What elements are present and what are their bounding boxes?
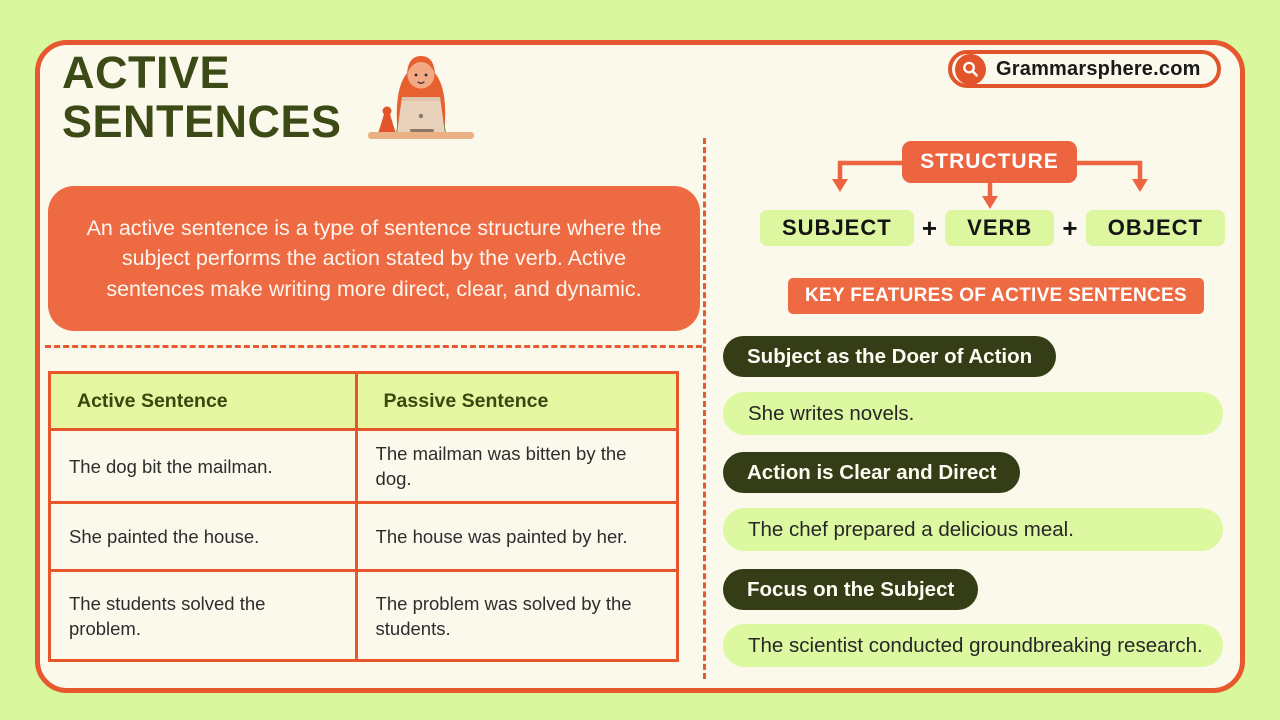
plus-sign: + xyxy=(1062,212,1078,243)
table-cell: The students solved the problem. xyxy=(48,569,358,662)
feature-pill: Focus on the Subject xyxy=(723,569,979,610)
feature-label: Focus on the Subject xyxy=(747,577,955,601)
table-cell: The house was painted by her. xyxy=(354,501,680,572)
feature-pill: Subject as the Doer of Action xyxy=(723,336,1057,377)
example-text: She writes novels. xyxy=(748,401,915,425)
example-pill: The chef prepared a delicious meal. xyxy=(723,508,1223,551)
example-text: The chef prepared a delicious meal. xyxy=(748,517,1074,541)
svo-row: SUBJECT + VERB + OBJECT xyxy=(760,210,1225,246)
page-title-line2: SENTENCES xyxy=(62,96,342,147)
table-cell: The problem was solved by the students. xyxy=(354,569,680,662)
object-box: OBJECT xyxy=(1085,210,1225,246)
table-row: She painted the house. The house was pai… xyxy=(48,501,680,572)
table-cell: She painted the house. xyxy=(48,501,358,572)
table-cell: The mailman was bitten by the dog. xyxy=(354,428,680,504)
subject-box: SUBJECT xyxy=(760,210,914,246)
search-icon xyxy=(955,53,986,85)
site-badge[interactable]: Grammarsphere.com xyxy=(948,50,1221,88)
comparison-table: Active Sentence Passive Sentence The dog… xyxy=(48,371,680,662)
page-title: ACTIVE SENTENCES xyxy=(62,48,342,146)
table-row: The students solved the problem. The pro… xyxy=(48,569,680,662)
structure-arrows xyxy=(832,160,1148,209)
definition-text: An active sentence is a type of sentence… xyxy=(86,215,662,301)
page-title-line1: ACTIVE xyxy=(62,47,231,98)
definition-box: An active sentence is a type of sentence… xyxy=(48,186,700,331)
example-text: The scientist conducted groundbreaking r… xyxy=(748,633,1203,657)
feature-label: Action is Clear and Direct xyxy=(747,460,997,484)
structure-badge: STRUCTURE xyxy=(902,141,1077,183)
example-pill: She writes novels. xyxy=(723,392,1223,435)
key-features-banner: KEY FEATURES OF ACTIVE SENTENCES xyxy=(788,278,1204,314)
feature-pill: Action is Clear and Direct xyxy=(723,452,1021,493)
vertical-dashed-divider xyxy=(703,138,706,679)
table-cell: The dog bit the mailman. xyxy=(48,428,358,504)
table-header-row: Active Sentence Passive Sentence xyxy=(48,371,680,431)
table-row: The dog bit the mailman. The mailman was… xyxy=(48,428,680,504)
column-header-active: Active Sentence xyxy=(48,371,358,431)
example-pill: The scientist conducted groundbreaking r… xyxy=(723,624,1223,667)
plus-sign: + xyxy=(921,212,938,243)
horizontal-dashed-divider xyxy=(45,345,702,348)
key-features-heading: KEY FEATURES OF ACTIVE SENTENCES xyxy=(805,285,1187,306)
structure-label: STRUCTURE xyxy=(920,150,1059,173)
feature-label: Subject as the Doer of Action xyxy=(747,344,1033,368)
woman-at-laptop-illustration xyxy=(368,56,474,139)
verb-box: VERB xyxy=(945,210,1055,246)
column-header-passive: Passive Sentence xyxy=(354,371,680,431)
site-badge-label: Grammarsphere.com xyxy=(996,57,1201,80)
